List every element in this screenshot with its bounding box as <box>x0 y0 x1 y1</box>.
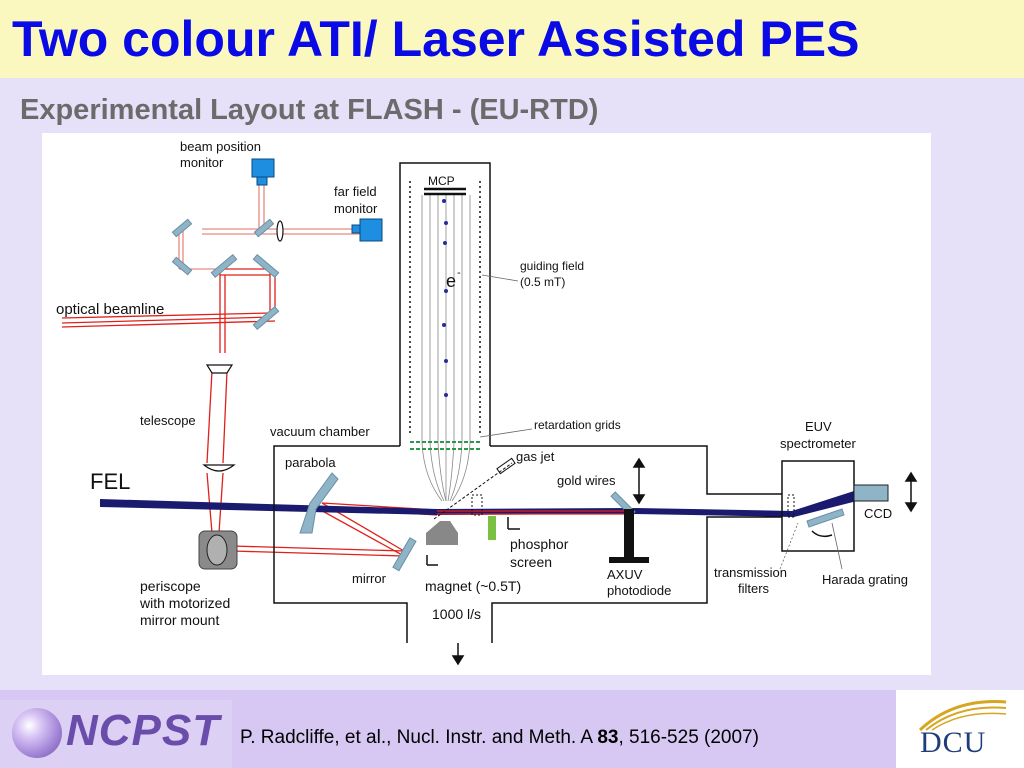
label-gold-wires: gold wires <box>557 473 616 488</box>
ncpst-logo-icon: NCPST <box>0 700 232 768</box>
label-transmission-filters: transmission <box>714 565 787 580</box>
label-guiding-field-2: (0.5 mT) <box>520 275 565 289</box>
label-far-field-monitor-2: monitor <box>334 201 378 216</box>
arrows <box>426 457 918 666</box>
interaction-components <box>426 457 889 563</box>
slide-title: Two colour ATI/ Laser Assisted PES <box>12 11 860 67</box>
mirrors <box>171 218 845 572</box>
label-far-field-monitor: far field <box>334 184 377 199</box>
label-pump: 1000 l/s <box>432 606 481 622</box>
label-telescope: telescope <box>140 413 196 428</box>
label-optical-beamline: optical beamline <box>56 301 164 318</box>
label-axuv-2: photodiode <box>607 583 671 598</box>
label-mirror: mirror <box>352 571 387 586</box>
ncpst-logo-sphere <box>12 708 62 758</box>
leader-lines <box>479 274 843 570</box>
label-magnet: magnet (~0.5T) <box>425 578 521 594</box>
label-retardation-grids: retardation grids <box>534 418 621 432</box>
guiding-field-lines <box>421 195 471 502</box>
label-euv-spectrometer: EUV <box>805 419 832 434</box>
label-ccd: CCD <box>864 506 892 521</box>
reference-authors: P. Radcliffe, et al., Nucl. Instr. and M… <box>240 727 598 748</box>
label-vacuum-chamber: vacuum chamber <box>270 424 370 439</box>
reference-pages: , 516-525 (2007) <box>618 727 759 748</box>
fel-beam <box>100 491 857 517</box>
telescope-lenses <box>202 220 284 472</box>
label-electron: e <box>446 271 456 291</box>
diagram-labels: beam position monitor far field monitor … <box>56 139 908 628</box>
dcu-logo-swoosh <box>918 700 1007 732</box>
label-periscope: periscope <box>140 578 201 594</box>
electrons <box>442 199 448 397</box>
mcp-detector <box>424 187 466 196</box>
label-gas-jet: gas jet <box>516 449 555 464</box>
label-parabola: parabola <box>285 455 336 470</box>
dcu-logo-text: DCU <box>920 726 987 759</box>
vacuum-chamber <box>273 162 855 643</box>
dcu-logo-icon: DCU <box>896 690 1024 768</box>
label-transmission-filters-2: filters <box>738 581 770 596</box>
ncpst-logo-text: NCPST <box>66 706 221 755</box>
label-guiding-field: guiding field <box>520 259 584 273</box>
label-beam-position-monitor-2: monitor <box>180 155 224 170</box>
label-phosphor-screen-2: screen <box>510 554 552 570</box>
label-phosphor-screen: phosphor <box>510 536 569 552</box>
reference-citation: P. Radcliffe, et al., Nucl. Instr. and M… <box>240 727 759 749</box>
label-fel: FEL <box>90 469 130 494</box>
label-harada-grating: Harada grating <box>822 572 908 587</box>
reference-volume: 83 <box>597 727 619 748</box>
monitors <box>251 158 383 242</box>
label-axuv: AXUV <box>607 567 643 582</box>
label-mcp: MCP <box>428 174 455 188</box>
label-beam-position-monitor: beam position <box>180 139 261 154</box>
label-periscope-3: mirror mount <box>140 612 219 628</box>
label-periscope-2: with motorized <box>139 595 230 611</box>
experimental-layout-diagram: beam position monitor far field monitor … <box>42 133 931 675</box>
diagram-canvas: beam position monitor far field monitor … <box>56 139 918 666</box>
periscope <box>198 530 238 570</box>
label-euv-spectrometer-2: spectrometer <box>780 436 857 451</box>
label-electron-sup: - <box>457 267 461 279</box>
slide-subtitle: Experimental Layout at FLASH - (EU-RTD) <box>20 94 599 126</box>
title-bar <box>0 0 1024 78</box>
